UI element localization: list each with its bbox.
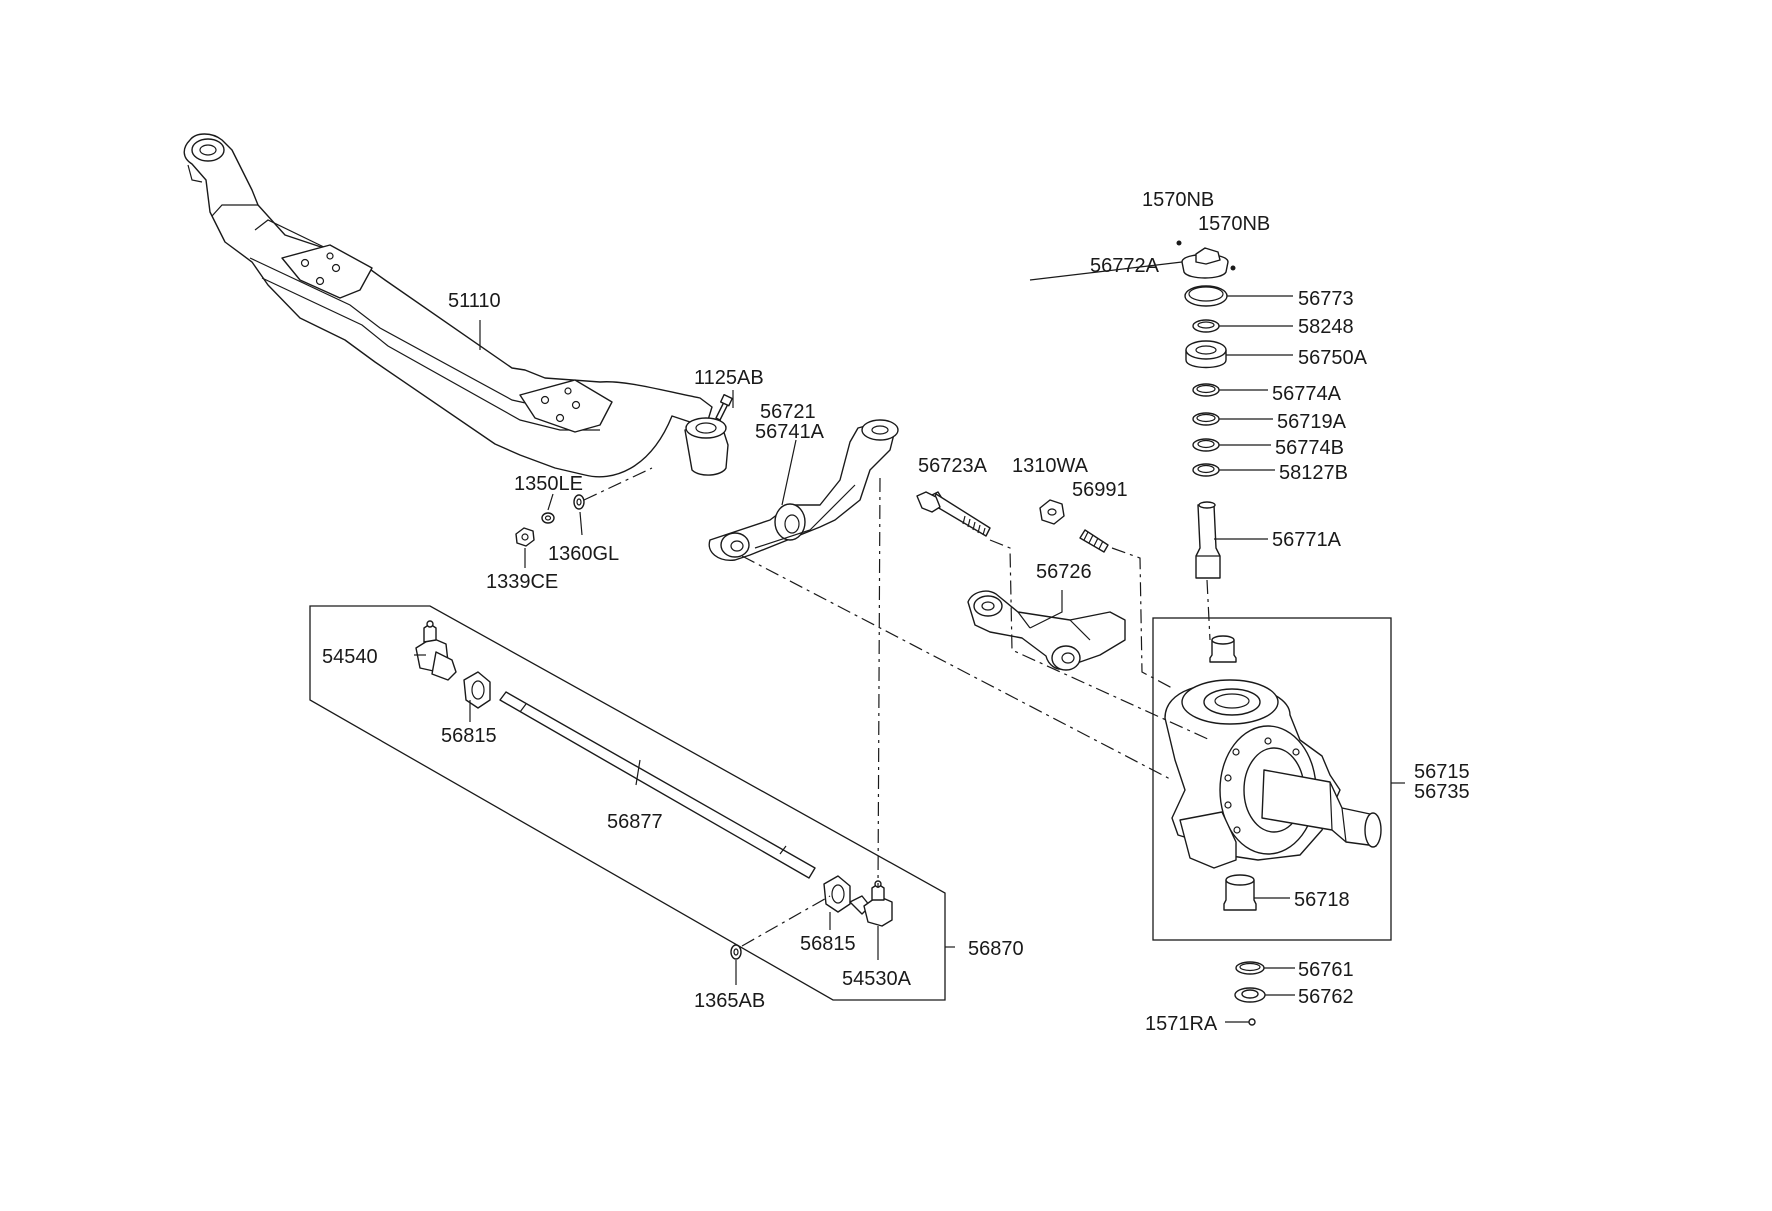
label-56772a: 56772A: [1090, 255, 1160, 277]
king-pin-56771a: [1195, 501, 1221, 579]
label-56774a: 56774A: [1272, 383, 1342, 405]
label-56741a: 56741A: [755, 421, 825, 443]
label-1570nb-b: 1570NB: [1198, 213, 1270, 235]
label-1125ab: 1125AB: [694, 367, 764, 389]
bushing-upper: [1209, 635, 1237, 663]
front-axle-beam: [183, 133, 729, 478]
label-1570nb-a: 1570NB: [1142, 189, 1214, 211]
stud-56991: [1079, 529, 1109, 553]
shim-56774b: [1192, 438, 1220, 452]
cap-56762: [1234, 987, 1266, 1003]
label-1339ce: 1339CE: [486, 571, 558, 593]
label-54540: 54540: [322, 646, 378, 668]
dash-line-1360gl: [583, 467, 653, 501]
label-56771a: 56771A: [1272, 529, 1342, 551]
label-1365ab: 1365AB: [694, 990, 765, 1012]
label-56723a: 56723A: [918, 455, 988, 477]
label-56726: 56726: [1036, 561, 1092, 583]
nut-1339ce: [515, 527, 535, 547]
label-1350le: 1350LE: [514, 473, 583, 495]
pin-1365ab: [730, 944, 742, 960]
label-56762: 56762: [1298, 986, 1354, 1008]
label-1310wa: 1310WA: [1012, 455, 1089, 477]
tie-rod-end-left: [415, 620, 457, 681]
label-58248: 58248: [1298, 316, 1354, 338]
label-56718: 56718: [1294, 889, 1350, 911]
tie-rod-assembly-frame: [309, 605, 946, 1001]
shim-56719a: [1192, 412, 1220, 426]
rivet-1570nb-right: [1230, 265, 1236, 271]
bolt-1125ab: [715, 393, 733, 421]
nut-1310wa: [1039, 499, 1065, 525]
steering-arm: [708, 419, 899, 561]
tie-rod-end-right: [849, 880, 893, 927]
shim-58127b: [1192, 463, 1220, 477]
label-56715: 56715: [1414, 761, 1470, 783]
clamp-56815-right: [823, 875, 851, 913]
washer-1350le: [541, 512, 555, 524]
part-labels: 51110 1125AB 56721 56741A 1350LE 1360GL …: [322, 189, 1470, 1035]
clamp-56815-left: [463, 671, 491, 709]
bushing-56718: [1223, 874, 1257, 911]
label-51110: 51110: [448, 290, 501, 312]
bolt-56723a: [916, 491, 991, 537]
tie-rod-tube: [499, 691, 816, 879]
label-56815-b: 56815: [800, 933, 856, 955]
label-56773: 56773: [1298, 288, 1354, 310]
label-56750a: 56750A: [1298, 347, 1368, 369]
label-1571ra: 1571RA: [1145, 1013, 1218, 1035]
label-56774b: 56774B: [1275, 437, 1344, 459]
rivet-1570nb-left: [1176, 240, 1182, 246]
label-56721: 56721: [760, 401, 816, 423]
seal-56773: [1184, 285, 1228, 307]
rivet-1571ra: [1248, 1018, 1256, 1026]
steering-knuckle: [1164, 679, 1382, 869]
washer-58248: [1192, 319, 1220, 333]
assembly-lines: [741, 477, 1211, 947]
label-56735: 56735: [1414, 781, 1470, 803]
knuckle-arm-56726: [967, 590, 1126, 671]
shim-56774a: [1192, 383, 1220, 397]
label-56877: 56877: [607, 811, 663, 833]
seal-56761: [1235, 961, 1265, 975]
label-1360gl: 1360GL: [548, 543, 619, 565]
pin-1360gl: [573, 494, 585, 510]
knuckle-assembly-frame: [1152, 617, 1392, 941]
bearing-56750a: [1185, 340, 1227, 369]
leader-lines: [414, 261, 1405, 1023]
label-56761: 56761: [1298, 959, 1354, 981]
cap-56772a: [1181, 247, 1229, 279]
label-58127b: 58127B: [1279, 462, 1348, 484]
label-56815-a: 56815: [441, 725, 497, 747]
label-54530a: 54530A: [842, 968, 912, 990]
label-56870: 56870: [968, 938, 1024, 960]
label-56991: 56991: [1072, 479, 1128, 501]
label-56719a: 56719A: [1277, 411, 1347, 433]
